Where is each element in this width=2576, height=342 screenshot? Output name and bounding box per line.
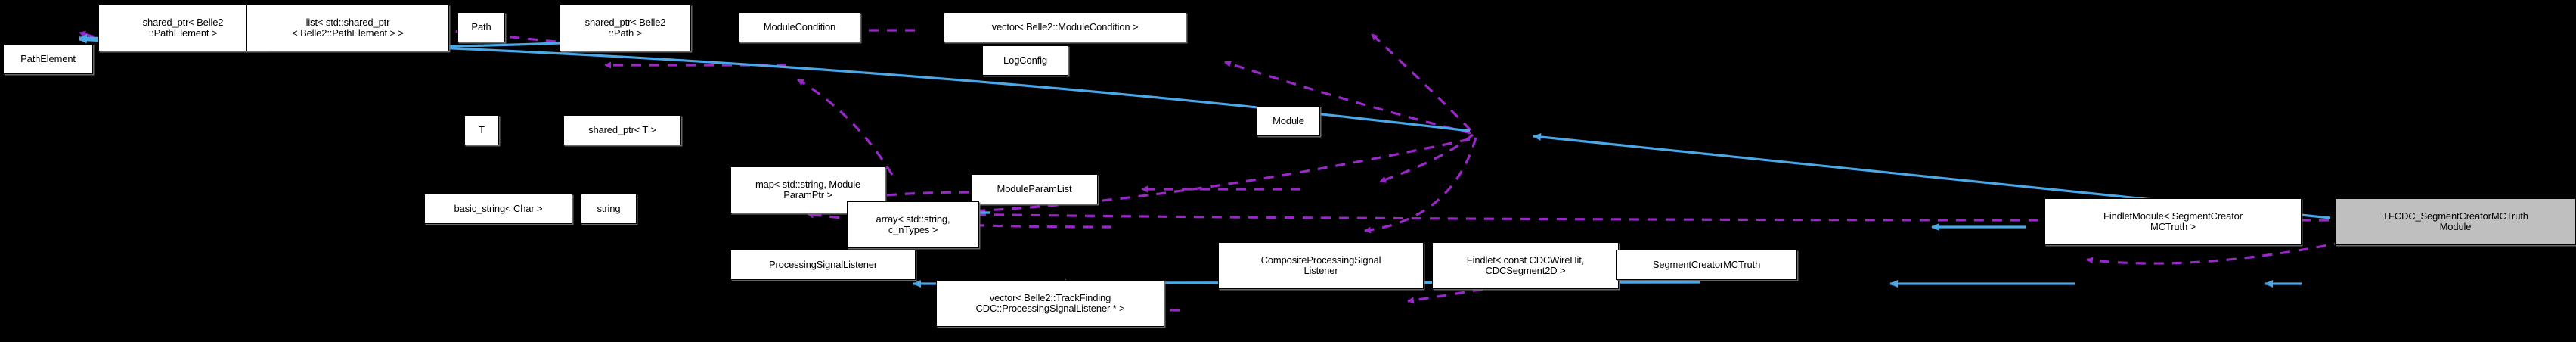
- node-log-config[interactable]: LogConfig: [982, 45, 1068, 76]
- node-label: ModuleCondition: [763, 20, 836, 33]
- node-shared-ptr-path[interactable]: shared_ptr< Belle2::Path >: [560, 5, 691, 51]
- node-segment-creator-mctruth[interactable]: SegmentCreatorMCTruth: [1616, 250, 1797, 280]
- node-label: shared_ptr< Belle2::PathElement >: [142, 16, 224, 39]
- node-findlet-const-cdcwirehit-cdcsegment2d[interactable]: Findlet< const CDCWireHit,CDCSegment2D >: [1432, 242, 1619, 289]
- node-module[interactable]: Module: [1257, 106, 1320, 136]
- node-label: Path: [471, 20, 491, 33]
- node-label: Module: [1273, 114, 1304, 126]
- node-label: vector< Belle2::ModuleCondition >: [991, 20, 1139, 33]
- edge-usage-module-logconfig: [1224, 61, 1471, 135]
- node-label: ProcessingSignalListener: [768, 258, 878, 270]
- node-shared-ptr-t[interactable]: shared_ptr< T >: [563, 115, 681, 145]
- node-label: array< std::string,c_nTypes >: [876, 213, 950, 235]
- edge-usage-findletmodule-segmentcreator: [2086, 241, 2345, 265]
- node-label: list< std::shared_ptr< Belle2::PathEleme…: [292, 16, 404, 39]
- node-basic-string-char[interactable]: basic_string< Char >: [424, 194, 572, 224]
- node-label: PathElement: [20, 52, 76, 64]
- node-label: SegmentCreatorMCTruth: [1652, 258, 1761, 270]
- node-label: shared_ptr< Belle2::Path >: [584, 16, 666, 39]
- edge-usage-module-array: [1364, 137, 1477, 234]
- edge-usage-module-vectormodulecondition: [1370, 33, 1472, 132]
- node-label: string: [597, 202, 621, 214]
- node-path-element[interactable]: PathElement: [3, 44, 93, 74]
- node-label: shared_ptr< T >: [588, 123, 656, 135]
- node-path[interactable]: Path: [457, 12, 505, 42]
- node-processing-signal-listener[interactable]: ProcessingSignalListener: [730, 250, 916, 280]
- node-label: Findlet< const CDCWireHit,CDCSegment2D >: [1466, 253, 1585, 276]
- node-array-string-c-ntypes[interactable]: array< std::string,c_nTypes >: [847, 201, 979, 248]
- node-module-condition[interactable]: ModuleCondition: [739, 12, 860, 42]
- node-t[interactable]: T: [464, 115, 499, 145]
- node-string[interactable]: string: [581, 194, 637, 224]
- node-label: LogConfig: [1003, 54, 1047, 66]
- node-list-shared-ptr-path-element[interactable]: list< std::shared_ptr< Belle2::PathEleme…: [246, 5, 449, 51]
- edge-usage-module-string: [808, 138, 1471, 215]
- node-module-param-list[interactable]: ModuleParamList: [971, 174, 1098, 204]
- edge-usage-array-string: [807, 211, 1112, 229]
- node-label: basic_string< Char >: [454, 202, 543, 214]
- node-label: T: [479, 123, 485, 135]
- edge-usage-map-sharedptrt: [797, 78, 894, 176]
- node-vector-module-condition[interactable]: vector< Belle2::ModuleCondition >: [944, 12, 1186, 42]
- node-shared-ptr-path-element[interactable]: shared_ptr< Belle2::PathElement >: [98, 5, 268, 51]
- node-label: ModuleParamList: [997, 182, 1072, 194]
